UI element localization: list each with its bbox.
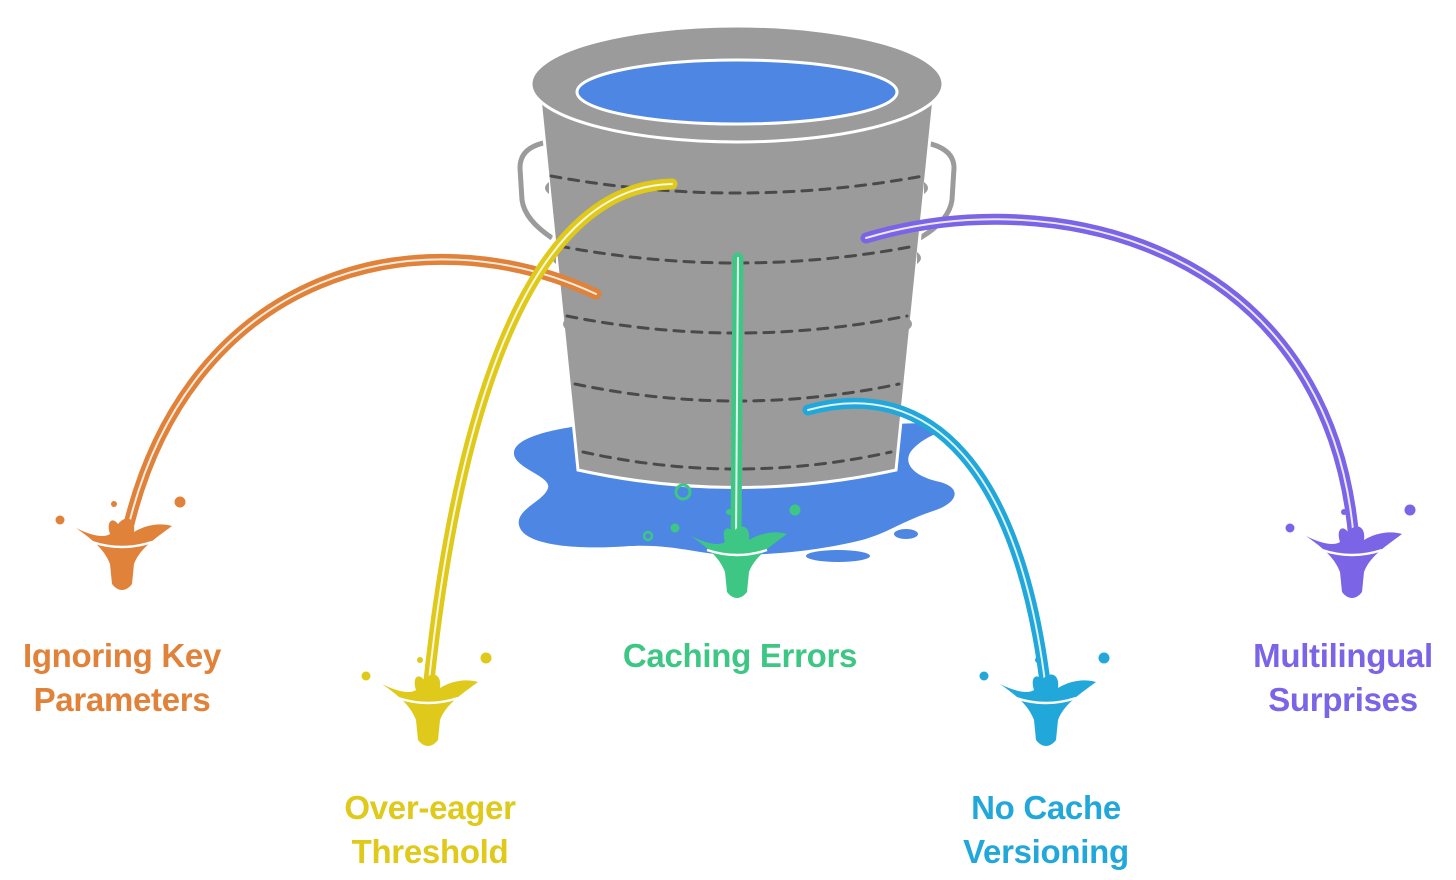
label-line: Parameters [33,681,211,718]
splash-blue [979,652,1110,746]
label-line: No Cache [971,789,1121,826]
splash-crown [382,674,478,746]
splash-crown [76,518,172,590]
splash-rim [397,696,459,705]
bucket-nub [898,390,902,402]
label-line: Ignoring Key [22,637,222,674]
splash-rim [1321,548,1383,557]
leak-multilingual-surprises [860,213,1416,598]
splash-droplet [361,671,371,681]
splash-droplet [1035,657,1041,663]
bucket-nub [917,252,921,264]
label-ignoring-key-parameters: Ignoring Key Parameters [2,634,242,722]
leak-no-cache-versioning [802,397,1110,746]
splash-droplet [1098,652,1110,664]
label-line: Versioning [963,833,1129,870]
label-line: Over-eager [344,789,516,826]
leak-ignoring-key-parameters [55,253,602,590]
label-over-eager-threshold: Over-eager Threshold [310,786,550,874]
leak-over-eager-threshold [361,178,678,746]
puddle-droplet [894,529,918,539]
label-line: Caching Errors [622,637,858,674]
stream-highlight [865,218,1355,541]
green-droplet [674,483,692,501]
label-line: Surprises [1268,681,1418,718]
splash-droplet [1285,523,1295,533]
splash-orange [55,496,186,590]
splash-droplet [480,652,492,664]
splash-rim [1015,696,1077,705]
bucket-nub [545,182,549,194]
dashed-band [549,174,925,195]
splash-droplet [55,515,65,525]
stream-highlight [735,257,739,541]
label-caching-errors: Caching Errors [600,634,880,678]
bucket-nub [924,182,928,194]
splash-yellow [361,652,492,746]
puddle-droplet [806,550,870,562]
splash-droplet [174,496,186,508]
bucket-nub [563,318,567,330]
splash-droplet [789,504,801,516]
splash-droplet [726,509,732,515]
splash-crown [691,526,787,598]
label-line: Threshold [351,833,509,870]
splash-green [670,504,801,598]
splash-droplet [1404,504,1416,516]
splash-droplet [979,671,989,681]
splash-rim [91,540,153,549]
leak-caching-errors [670,252,801,598]
stream-highlight [127,258,597,529]
bucket-nub [908,318,912,330]
splash-rim [706,548,768,557]
label-no-cache-versioning: No Cache Versioning [926,786,1166,874]
splash-droplet [670,523,680,533]
stream-highlight [427,183,673,691]
label-line: Multilingual [1253,637,1433,674]
bucket-handle-left [517,139,554,241]
stream-highlight [807,402,1047,691]
splash-purple [1285,504,1416,598]
splash-crown [1000,674,1096,746]
green-droplet [642,530,654,542]
bucket-water-surface [575,58,899,126]
bucket-nub [574,390,578,402]
label-multilingual-surprises: Multilingual Surprises [1230,634,1456,722]
splash-droplet [111,501,117,507]
splash-droplet [417,657,423,663]
splash-crown [1306,526,1402,598]
splash-droplet [1341,509,1347,515]
